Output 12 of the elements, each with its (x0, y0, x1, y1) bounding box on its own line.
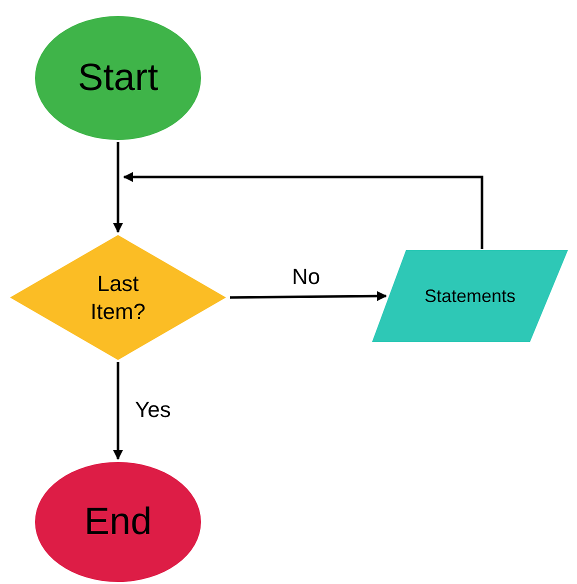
arrow (123, 172, 484, 249)
node-label: Last Item? (89, 270, 147, 325)
arrow (230, 291, 387, 302)
node-label: Start (78, 56, 158, 100)
arrow (113, 142, 123, 233)
start-oval (35, 16, 201, 140)
decision-diamond (10, 235, 226, 360)
end-oval (35, 462, 201, 582)
node-label: End (84, 500, 152, 544)
arrow (113, 362, 123, 460)
io-parallelogram (372, 250, 568, 342)
node-label: Statements (424, 284, 516, 308)
